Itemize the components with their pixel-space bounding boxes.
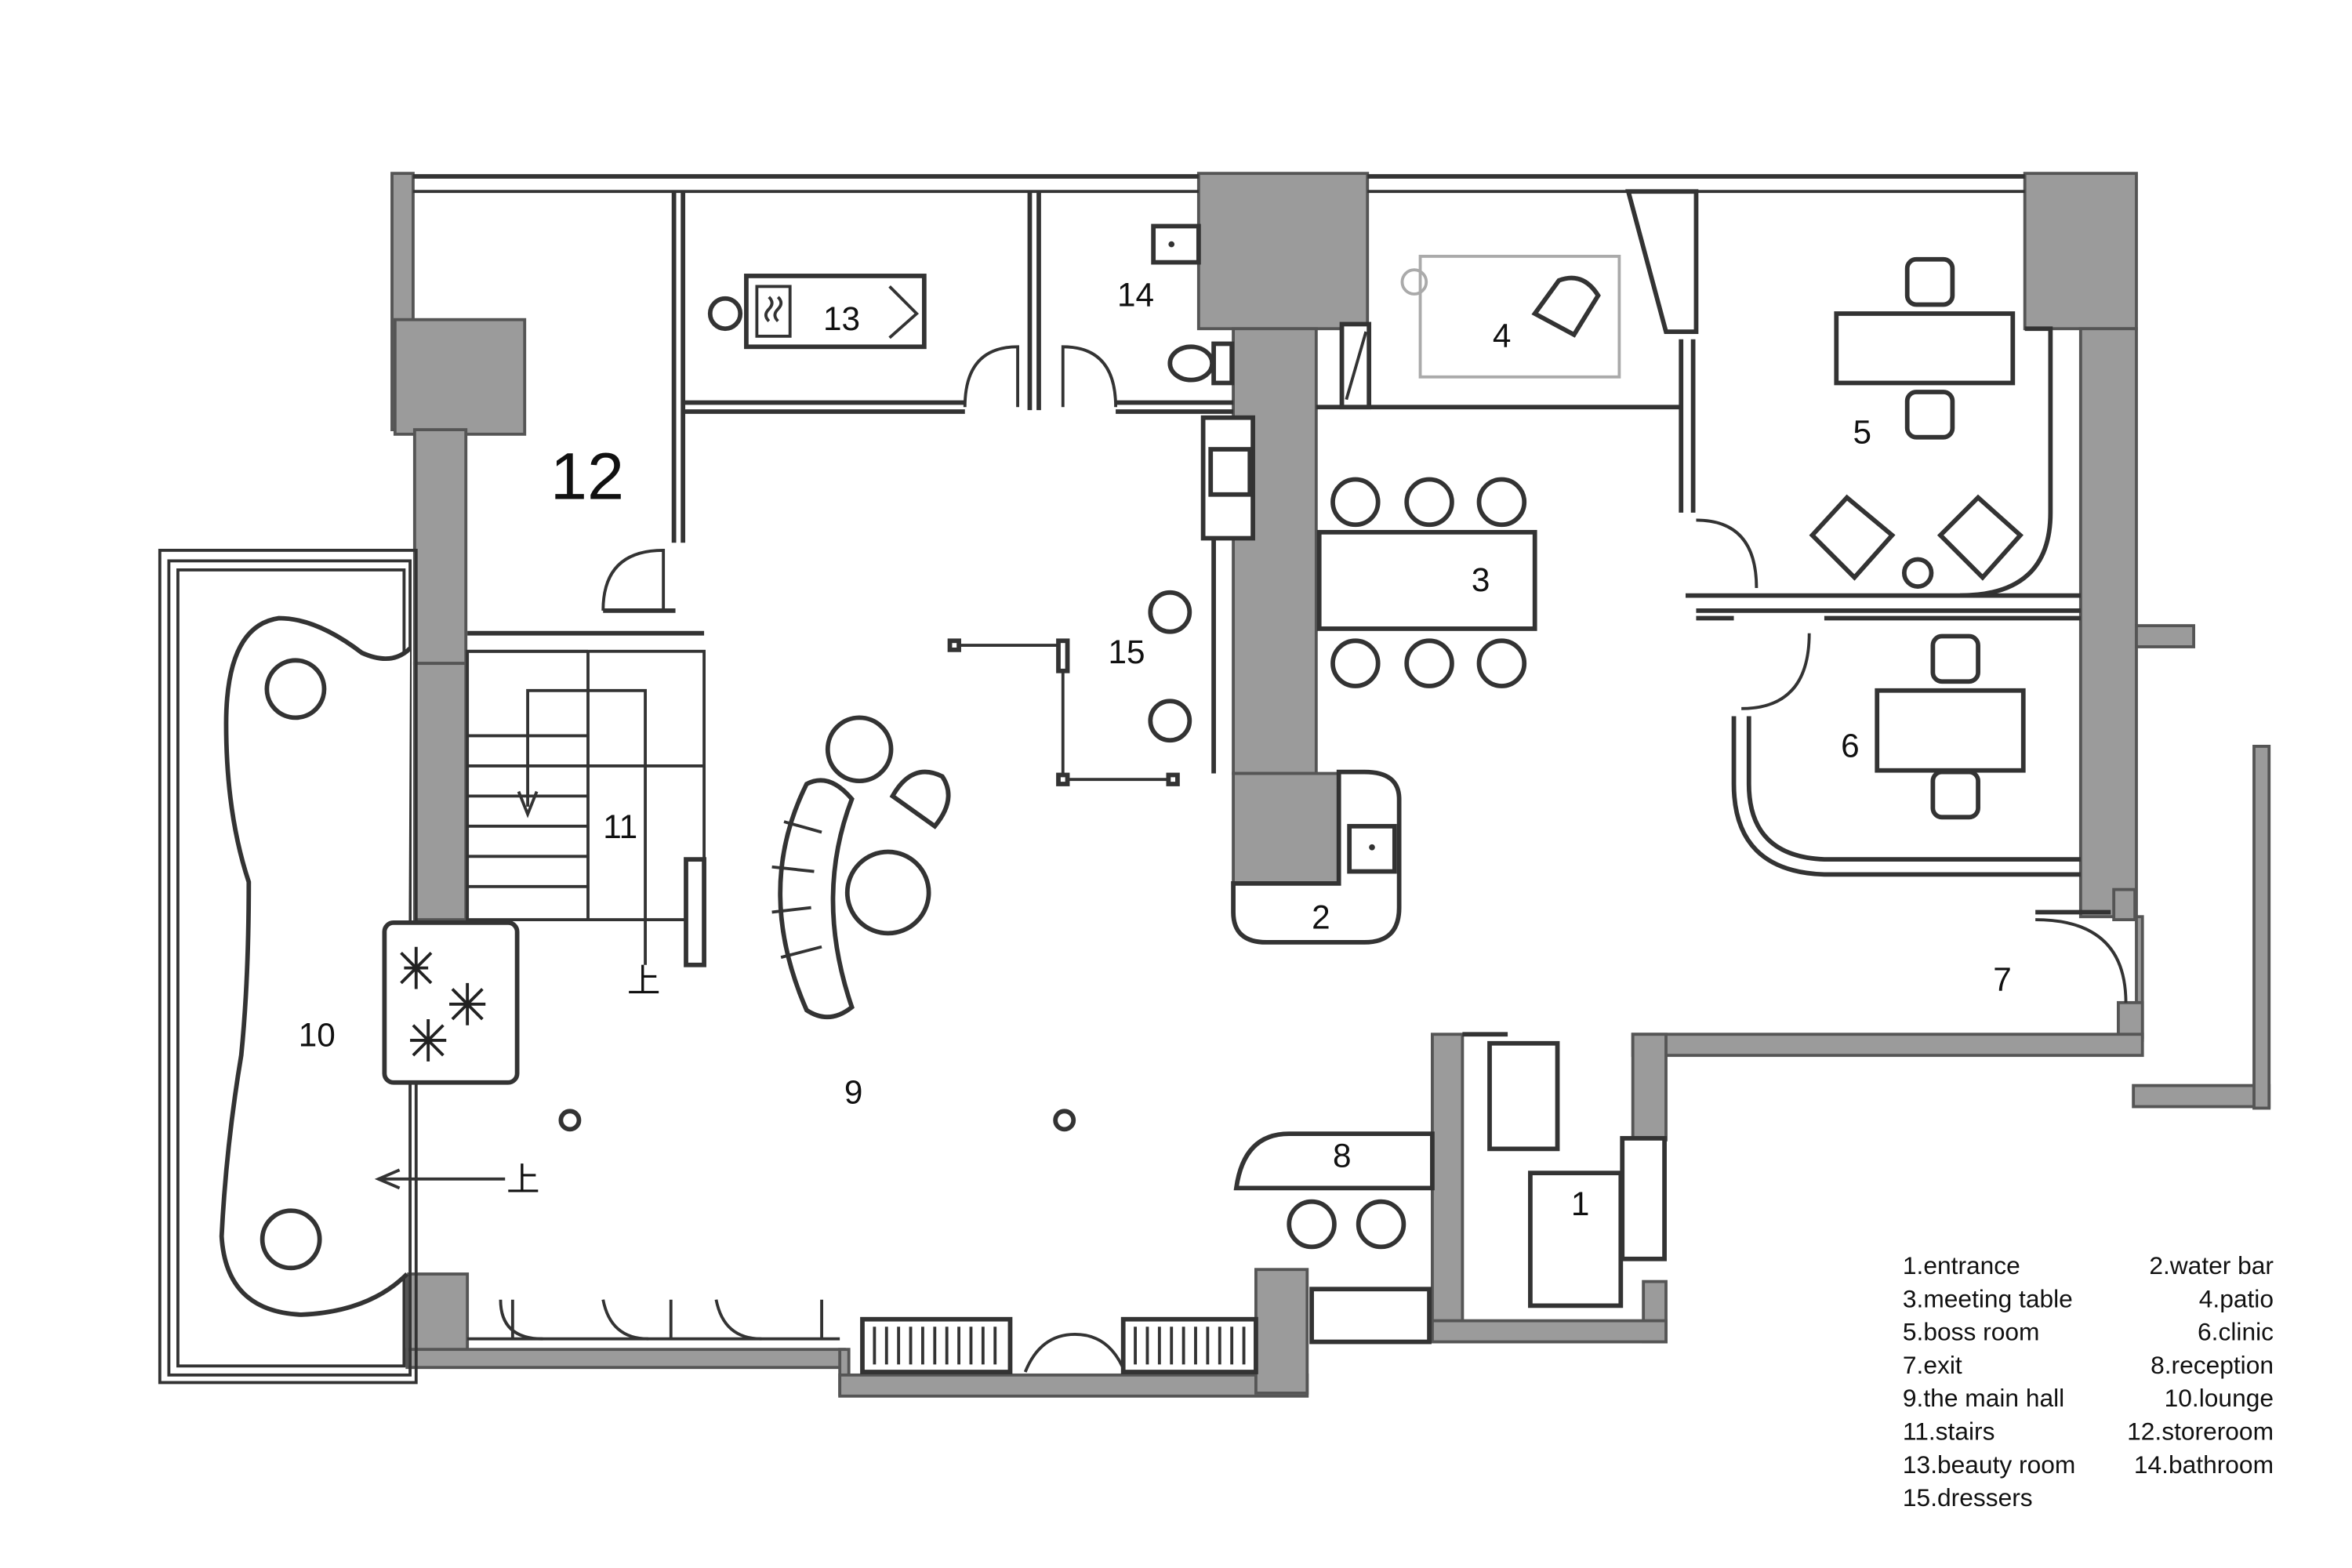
legend-item: 4.patio [2199,1284,2274,1312]
reception-desk [1233,1131,1435,1345]
dressers [947,590,1192,786]
water-bar [1200,415,1402,945]
legend-item: 3.meeting table [1903,1284,2073,1312]
patio-furniture [1339,189,1699,410]
clinic-furniture [1875,633,2026,820]
legend-item: 11.stairs [1903,1417,1995,1446]
plant-icon [400,946,486,1062]
walls [390,172,2271,1398]
room-label-15: 15 [1108,633,1145,670]
room-label-4: 4 [1493,317,1512,354]
legend-item: 5.boss room [1903,1318,2040,1346]
room-label-6: 6 [1841,727,1860,764]
legend-item: 8.reception [2151,1351,2274,1379]
legend-item: 6.clinic [2198,1318,2274,1346]
room-label-8: 8 [1333,1137,1352,1174]
meeting-table [1316,477,1537,688]
main-hall-furniture [467,715,1258,1374]
room-label-1: 1 [1571,1185,1590,1222]
bathroom-fixtures [1151,223,1235,386]
beauty-room-furniture [707,274,927,350]
legend-item: 14.bathroom [2134,1450,2274,1479]
legend-item: 2.water bar [2149,1251,2274,1279]
stairs [466,649,706,967]
room-label-11: 11 [603,808,637,845]
partitions [467,191,2111,1037]
room-label-13: 13 [823,300,860,337]
legend: 1.entrance 2.water bar 3.meeting table 4… [1903,1251,2274,1512]
legend-item: 15.dressers [1903,1483,2033,1512]
room-label-12: 12 [550,439,624,514]
lounge [219,615,520,1317]
room-label-3: 3 [1472,561,1490,598]
room-label-10: 10 [299,1017,336,1054]
room-label-2: 2 [1312,899,1330,936]
legend-item: 7.exit [1903,1351,1962,1379]
doors [601,345,2128,1373]
room-label-5: 5 [1853,413,1871,450]
room-label-14: 14 [1117,276,1154,313]
stair-up-mark: 上 [627,962,660,999]
legend-item: 13.beauty room [1903,1450,2075,1479]
lounge-up-mark: 上 [506,1161,539,1198]
boss-room-furniture [1809,256,2024,589]
legend-item: 10.lounge [2165,1384,2274,1412]
legend-item: 1.entrance [1903,1251,2020,1279]
entrance-furniture [1487,1040,1667,1308]
room-label-9: 9 [844,1074,863,1111]
room-label-7: 7 [1993,960,2012,997]
legend-item: 12.storeroom [2127,1417,2274,1446]
legend-item: 9.the main hall [1903,1384,2064,1412]
